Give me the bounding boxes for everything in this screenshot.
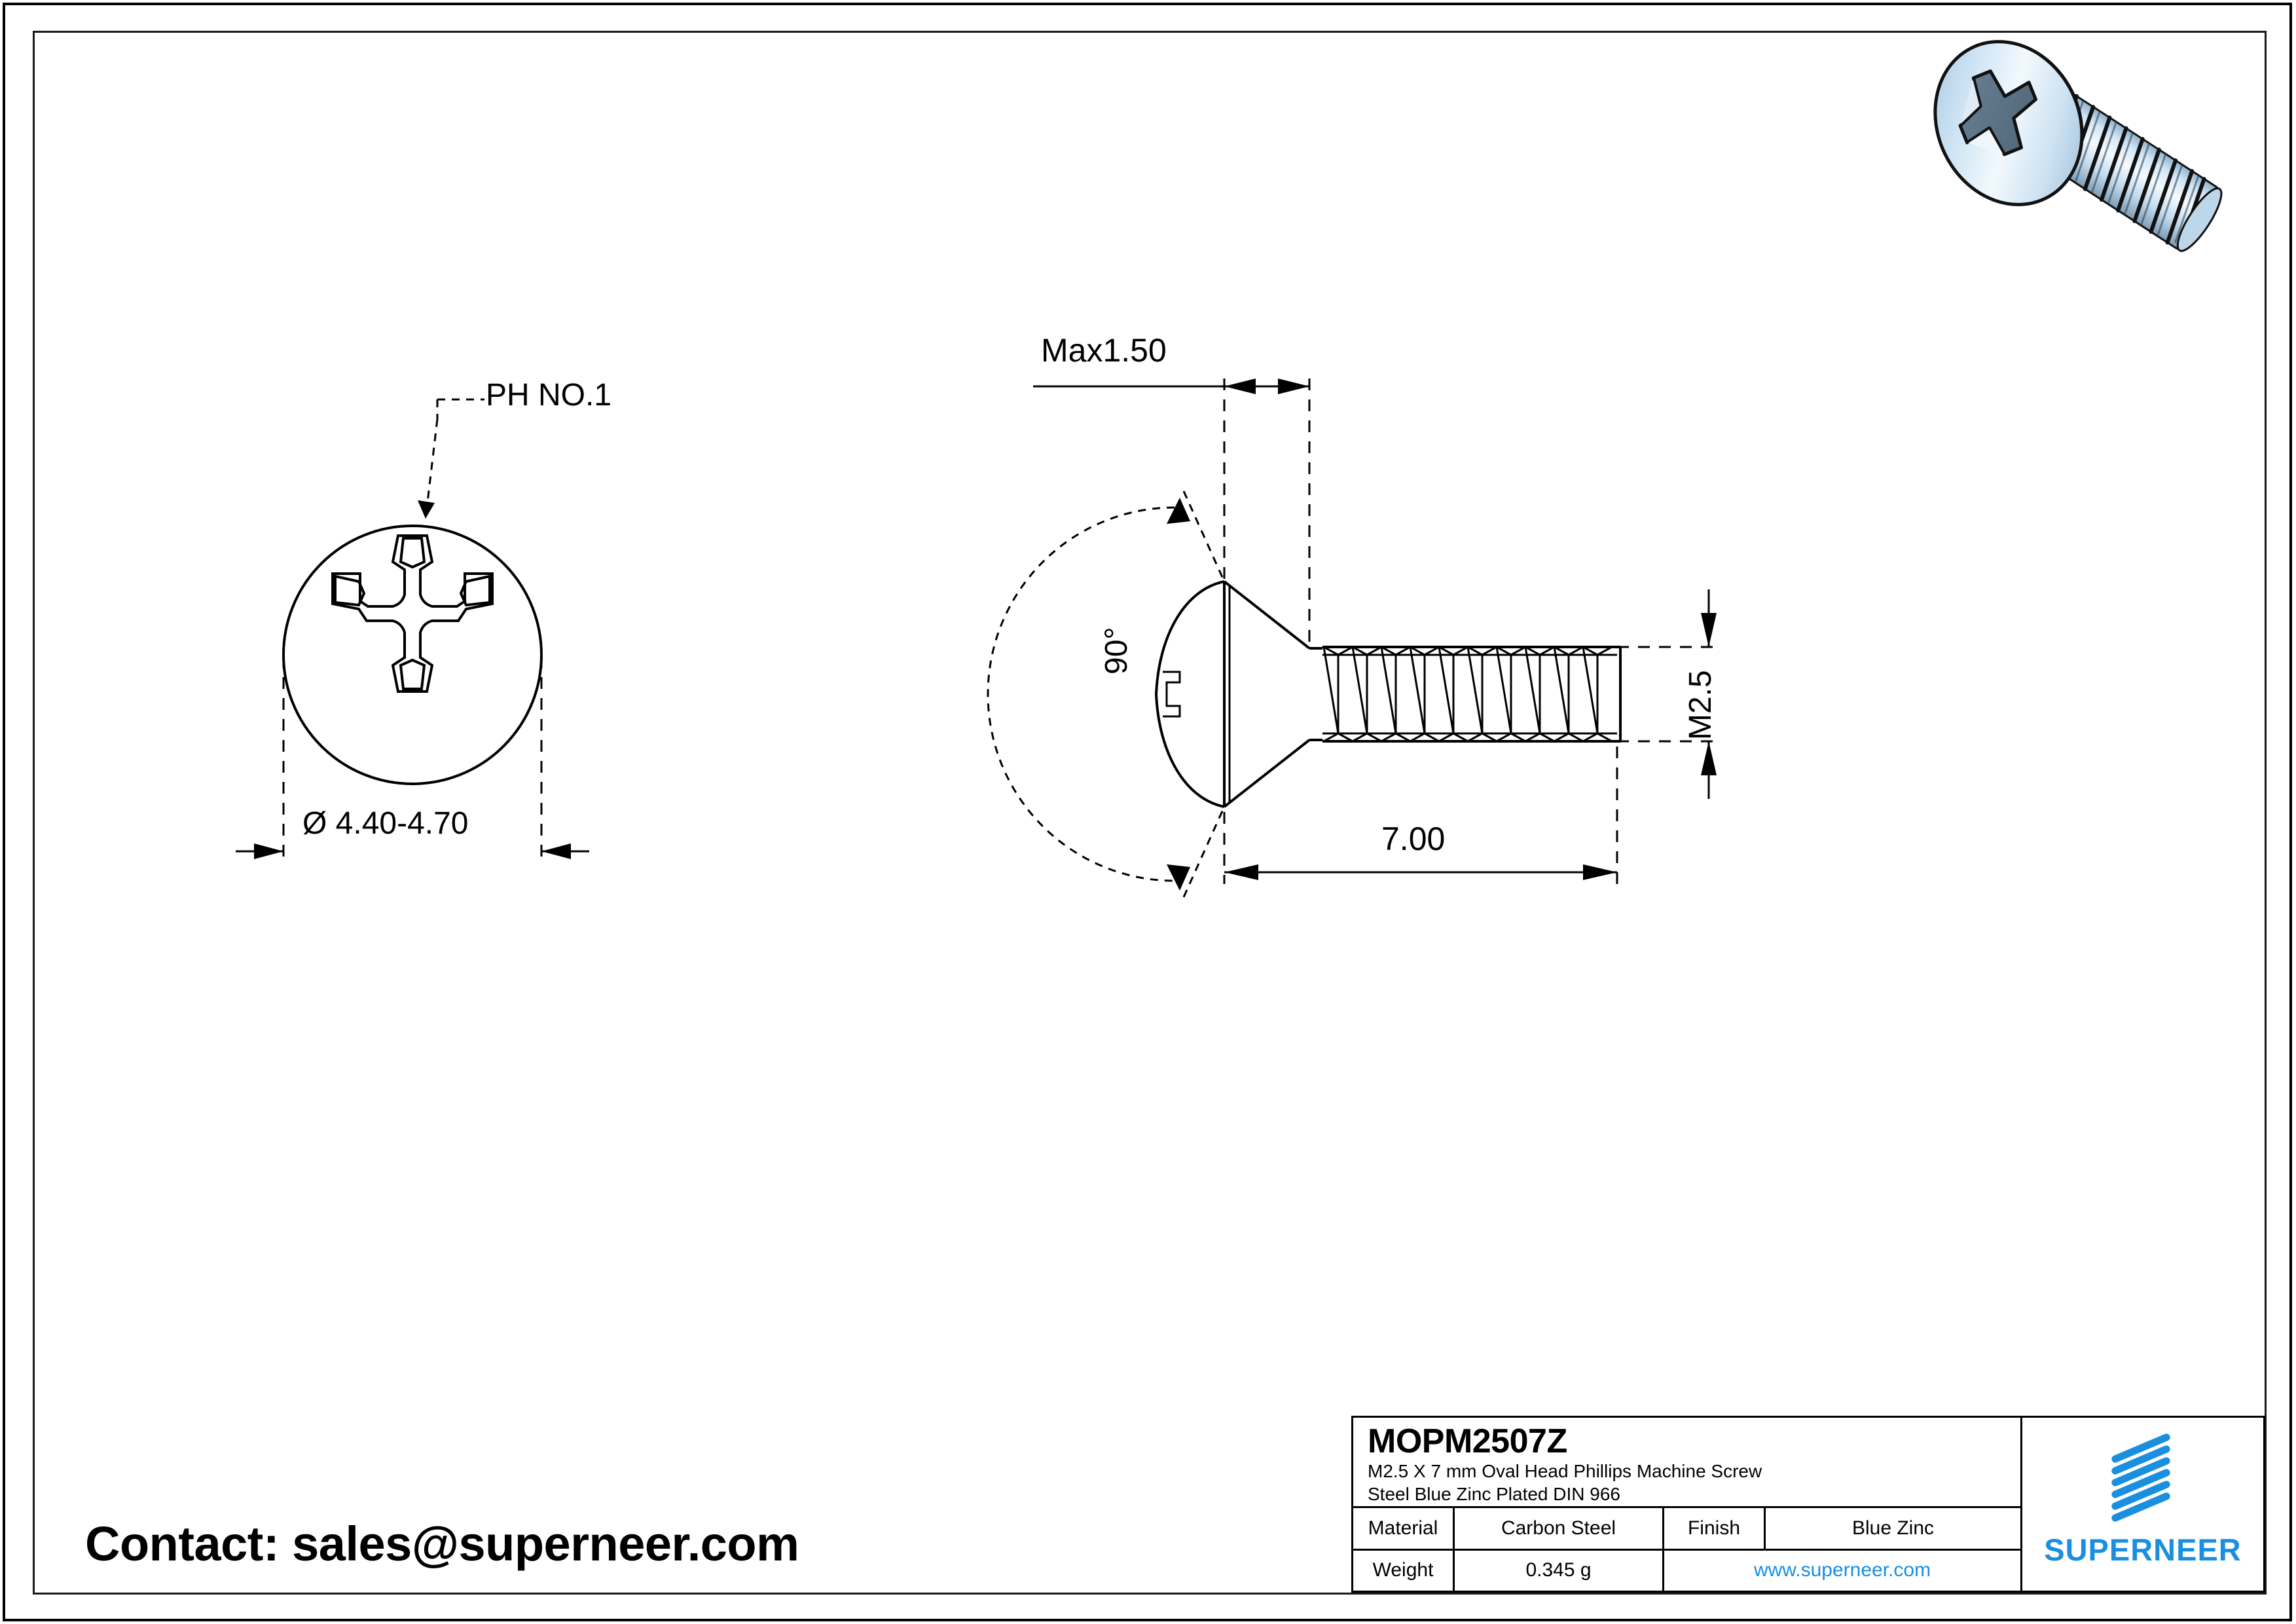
thread-dimension-label: M2.5 — [1683, 670, 1718, 740]
brand-name: SUPERNEER — [2044, 1532, 2242, 1567]
title-block: MOPM2507Z M2.5 X 7 mm Oval Head Phillips… — [1351, 1416, 2265, 1593]
contact-text: Contact: sales@superneer.com — [85, 1517, 799, 1571]
screw-3d-render — [1925, 26, 2265, 288]
length-dimension — [1223, 747, 1618, 884]
thread-diameter-dimension — [1617, 589, 1722, 799]
diameter-dimension — [236, 656, 589, 859]
ph-callout-label: PH NO.1 — [486, 378, 612, 413]
side-view-drawing — [987, 378, 1722, 898]
front-view: PH NO.1 Ø 4.40-4.70 — [216, 354, 687, 897]
table-row: Weight 0.345 g www.superneer.com — [1353, 1550, 2020, 1591]
phillips-cross-icon — [331, 534, 494, 693]
head-angle-dimension-label: 90° — [1099, 627, 1134, 674]
finish-value: Blue Zinc — [1851, 1517, 1935, 1539]
weight-label: Weight — [1353, 1550, 1455, 1591]
description-line-2: Steel Blue Zinc Plated DIN 966 — [1368, 1484, 1620, 1504]
head-height-dimension — [1033, 378, 1311, 648]
side-view: Max1.50 90° M2.5 7.00 — [987, 308, 1787, 910]
brand-panel: SUPERNEER — [2022, 1418, 2263, 1591]
weight-value: 0.345 g — [1455, 1550, 1664, 1591]
material-label: Material — [1353, 1508, 1455, 1549]
website-link[interactable]: www.superneer.com — [1753, 1559, 1931, 1581]
spec-table: Material Carbon Steel Finish Blue Zinc W… — [1353, 1508, 2020, 1591]
title-block-description: MOPM2507Z M2.5 X 7 mm Oval Head Phillips… — [1353, 1418, 2020, 1508]
finish-label: Finish — [1664, 1508, 1766, 1549]
sheet-outer-border — [3, 3, 2292, 1621]
head-height-dimension-label: Max1.50 — [1041, 332, 1167, 369]
table-row: Material Carbon Steel Finish Blue Zinc — [1353, 1508, 2020, 1551]
ph-callout-leader — [418, 398, 484, 519]
screw-3d-render-icon — [1933, 40, 2223, 252]
description-line-1: M2.5 X 7 mm Oval Head Phillips Machine S… — [1368, 1461, 1762, 1481]
front-view-drawing — [236, 398, 589, 859]
length-dimension-label: 7.00 — [1381, 821, 1446, 857]
head-angle-dimension — [987, 490, 1226, 898]
material-value: Carbon Steel — [1455, 1508, 1664, 1549]
title-block-left: MOPM2507Z M2.5 X 7 mm Oval Head Phillips… — [1353, 1418, 2022, 1591]
diameter-dimension-label: Ø 4.40-4.70 — [302, 806, 469, 841]
superneer-logo-icon — [2111, 1433, 2170, 1522]
head-outline-circle — [282, 525, 543, 785]
sheet-inner-border — [33, 31, 2267, 1595]
screw-profile — [1154, 580, 1622, 808]
part-number: MOPM2507Z — [1368, 1422, 1567, 1460]
